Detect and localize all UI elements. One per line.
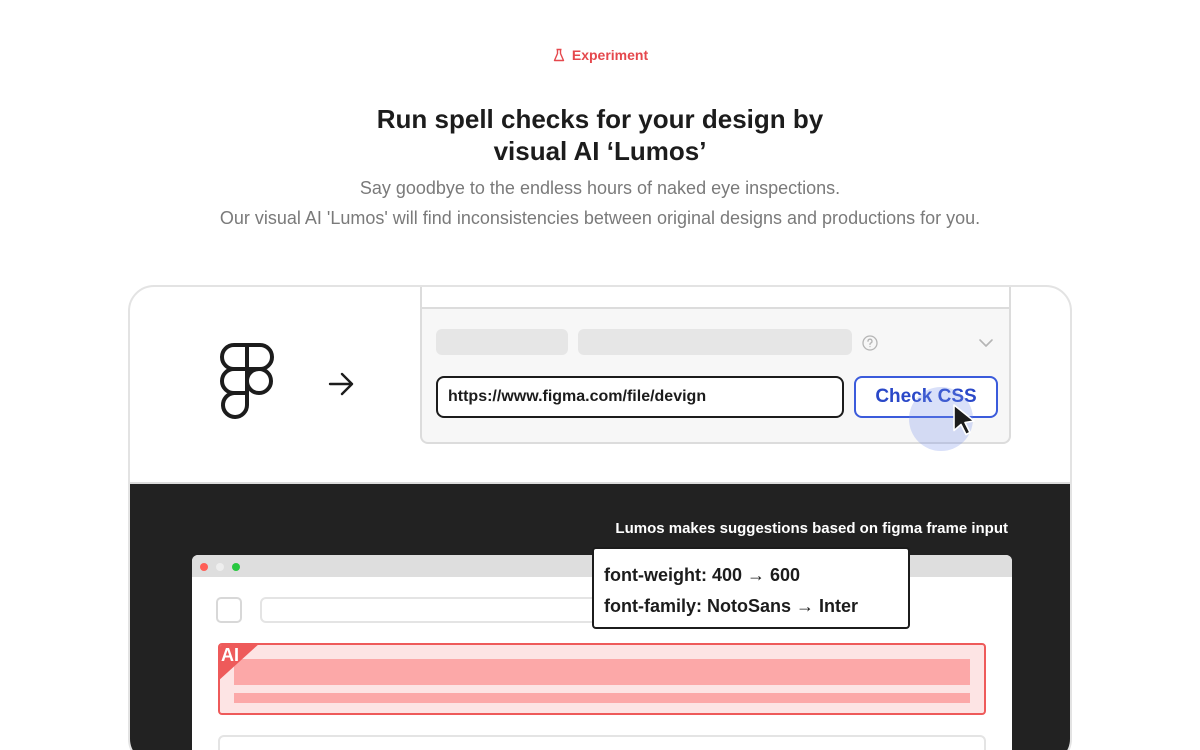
page-title-line-2: visual AI ‘Lumos’ <box>493 136 707 166</box>
help-icon[interactable] <box>862 335 878 351</box>
page-title-line-1: Run spell checks for your design by <box>376 104 824 134</box>
figma-input-panel: https://www.figma.com/file/devign Check … <box>420 287 1011 451</box>
experiment-eyebrow: Experiment <box>0 47 1200 63</box>
checkbox <box>216 597 242 623</box>
input-placeholder <box>260 597 600 623</box>
demo-card: https://www.figma.com/file/devign Check … <box>128 285 1072 750</box>
suggestion-item: font-family: NotoSans → Inter <box>604 596 859 616</box>
figma-url-input[interactable]: https://www.figma.com/file/devign <box>436 376 844 418</box>
subtitle-line-2: Our visual AI 'Lumos' will find inconsis… <box>219 208 981 228</box>
check-css-button[interactable]: Check CSS <box>854 376 998 418</box>
window-close-dot <box>200 563 208 571</box>
mouse-cursor-icon <box>953 404 975 436</box>
highlighted-text-bar <box>234 693 970 703</box>
figma-logo-icon <box>220 343 274 419</box>
arrow-right-icon <box>328 372 354 396</box>
placeholder-field <box>578 329 852 355</box>
highlighted-text-bar <box>234 659 970 685</box>
ai-highlight-box: AI <box>218 643 986 715</box>
eyebrow-label: Experiment <box>571 47 649 63</box>
flask-icon <box>553 48 565 62</box>
placeholder-field <box>436 329 568 355</box>
content-row-placeholder <box>218 735 986 750</box>
ai-tag-icon <box>220 645 258 680</box>
window-minimize-dot <box>216 563 224 571</box>
window-maximize-dot <box>232 563 240 571</box>
chevron-down-icon[interactable] <box>978 337 994 349</box>
suggestion-caption: Lumos makes suggestions based on figma f… <box>615 520 1008 537</box>
page-title: Run spell checks for your design by visu… <box>0 103 1200 167</box>
subtitle-line-1: Say goodbye to the endless hours of nake… <box>359 178 841 198</box>
suggestion-item: font-weight: 400 → 600 <box>604 565 801 585</box>
suggestion-popover: font-weight: 400 → 600 font-family: Noto… <box>592 547 910 629</box>
panel-top-strip <box>422 287 1009 309</box>
ai-tag-label: AI <box>221 645 239 665</box>
